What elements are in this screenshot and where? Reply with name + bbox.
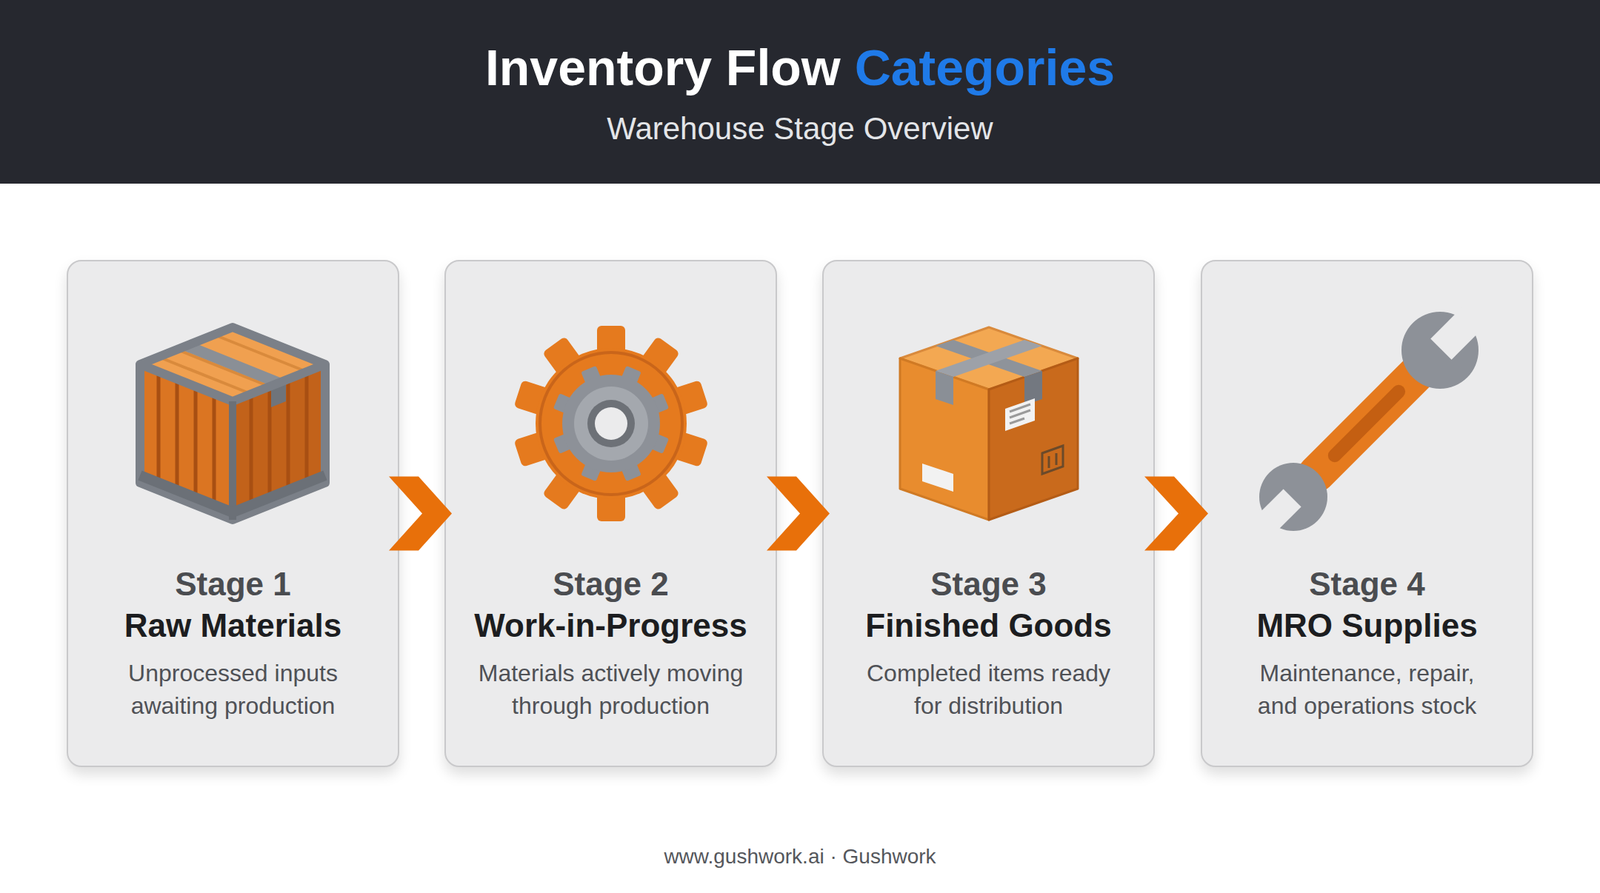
stage-number: Stage 3 <box>930 565 1047 603</box>
page-title: Inventory Flow Categories <box>0 37 1600 98</box>
stage-card: Stage 4MRO SuppliesMaintenance, repair, … <box>1200 260 1534 768</box>
title-part: Inventory Flow <box>485 39 855 96</box>
stage-card: Stage 2Work-in-ProgressMaterials activel… <box>444 260 778 768</box>
subtitle-text: Warehouse Stage Overview <box>0 111 1600 147</box>
stage-heading: Finished Goods <box>865 606 1112 646</box>
stage-number: Stage 4 <box>1308 565 1426 603</box>
stage-number: Stage 2 <box>552 565 669 603</box>
stage-description: Maintenance, repair, and operations stoc… <box>1245 657 1490 723</box>
stage-card: Stage 3Finished GoodsCompleted items rea… <box>822 260 1155 768</box>
stage-description: Unprocessed inputs awaiting production <box>111 657 356 723</box>
stage-number: Stage 1 <box>174 565 292 603</box>
footer-credit: www.gushwork.ai · Gushwork <box>0 844 1600 870</box>
stage-heading: MRO Supplies <box>1256 606 1478 646</box>
title-accent: Categories <box>854 39 1115 96</box>
stage-description: Materials actively moving through produc… <box>470 657 752 723</box>
stage-card: Stage 1Raw MaterialsUnprocessed inputs a… <box>66 260 400 768</box>
stage-description: Completed items ready for distribution <box>859 657 1119 723</box>
stage-heading: Work-in-Progress <box>474 606 747 646</box>
stage-heading: Raw Materials <box>124 606 342 646</box>
